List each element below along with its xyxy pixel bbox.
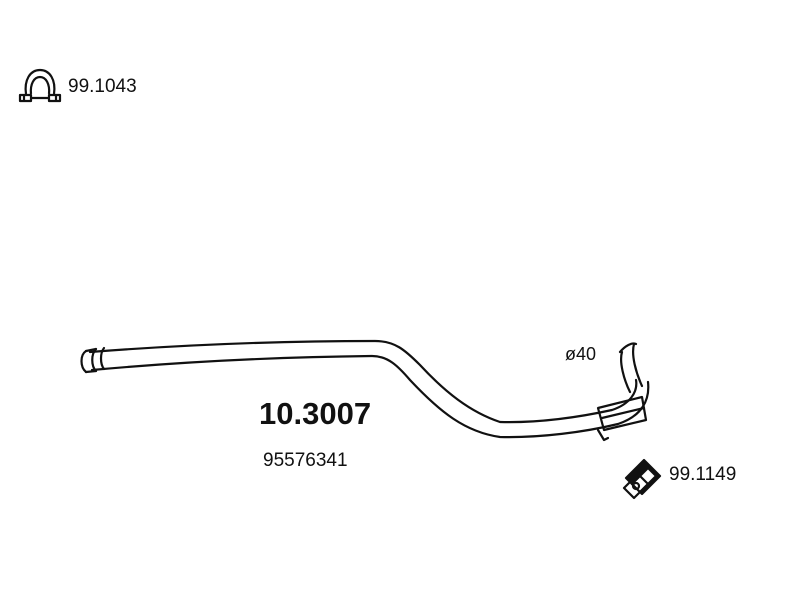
rubber-mount-icon xyxy=(622,458,662,500)
diameter-label: ø40 xyxy=(565,344,597,364)
part-number: 10.3007 xyxy=(259,396,372,431)
pipe-clamp-icon xyxy=(18,68,62,103)
oem-number: 95576341 xyxy=(263,450,348,471)
bracket-part-code: 99.1149 xyxy=(669,464,737,485)
exhaust-pipe xyxy=(80,339,650,442)
clamp-part-code: 99.1043 xyxy=(68,76,137,97)
